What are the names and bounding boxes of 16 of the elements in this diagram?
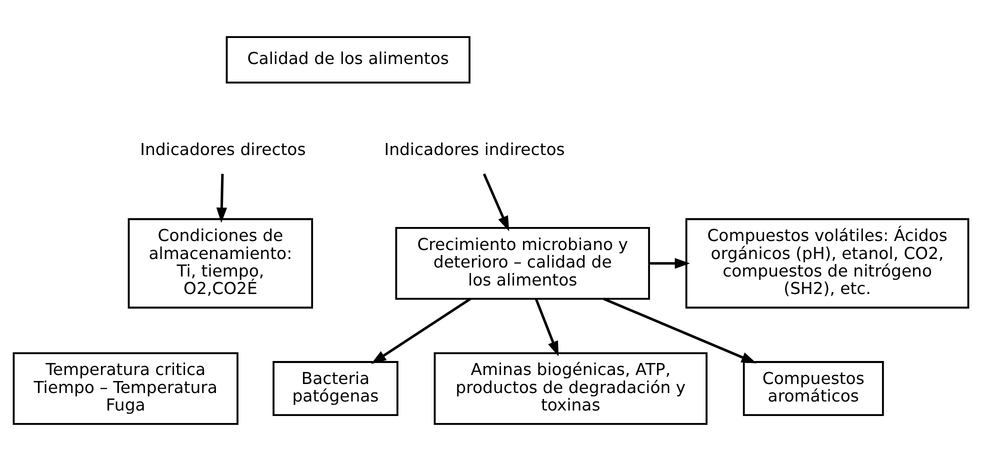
node-box: Compuestos aromáticos (742, 361, 884, 416)
arrow (216, 174, 228, 223)
arrow (371, 298, 472, 364)
node-box: Aminas biogénicas, ATP, productos de degradación y toxinas (434, 352, 708, 425)
node-box: Bacteria patógenas (272, 361, 398, 416)
arrow (649, 258, 690, 269)
node-box: Crecimiento microbiano y deterioro – calidad de los alimentos (395, 227, 650, 300)
node-box: Condiciones de almacenamiento: Ti, tiempo, O2,CO2É (128, 218, 314, 309)
arrow (603, 298, 757, 364)
node-box: Calidad de los alimentos (226, 36, 470, 84)
node-box: Temperatura critica Tiempo – Temperatura Fuga (12, 352, 238, 425)
arrow (534, 298, 559, 356)
node-box: Compuestos volátiles: Ácidos orgánicos (pH), etanol, CO2, compuestos de nitrógeno (SH2), etc. (685, 218, 970, 309)
node-text: Indicadores indirectos (384, 140, 565, 160)
node-text: Indicadores directos (140, 140, 306, 160)
arrow (482, 173, 510, 232)
